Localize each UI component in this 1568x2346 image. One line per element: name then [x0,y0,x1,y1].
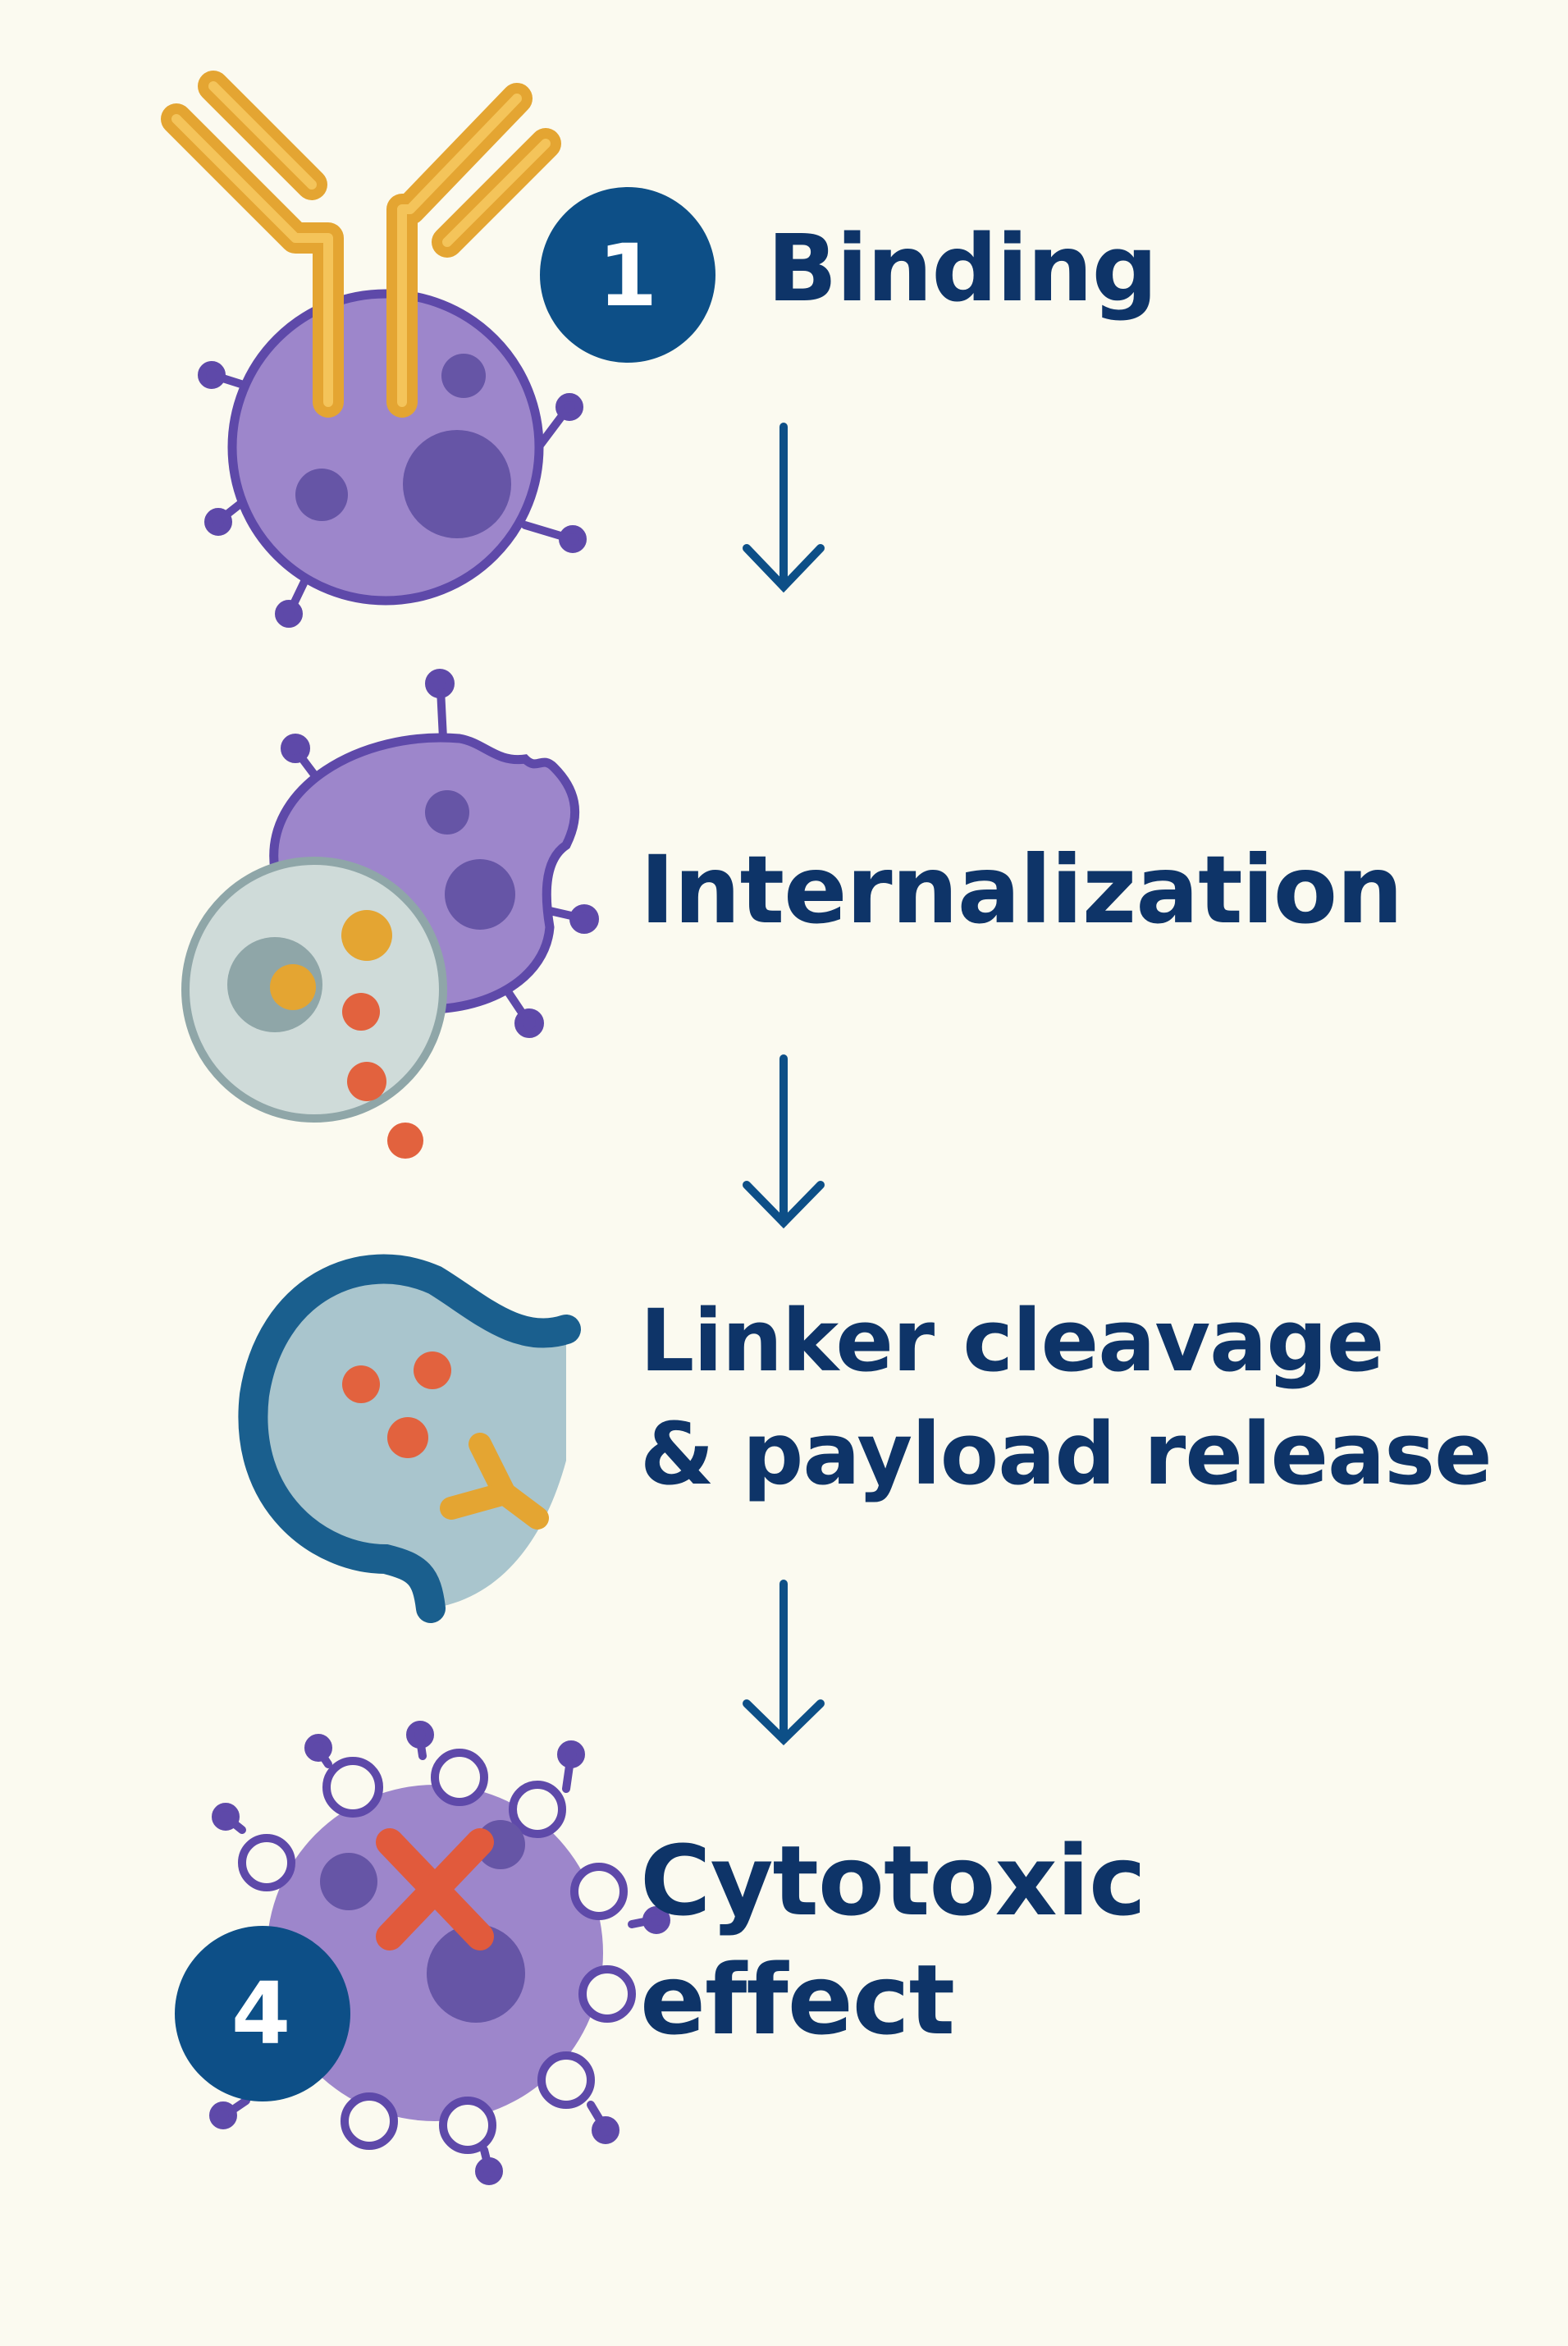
arrow-down-1 [743,423,825,593]
lysosome-icon [238,1254,581,1623]
step-label-linker-cleavage: Linker cleavage & payload release [640,1284,1493,1511]
tumor-cell-icon [198,289,587,628]
step-label-line: Linker cleavage [640,1291,1384,1391]
released-payload-icon [440,1433,549,1530]
step-label-line: & payload release [640,1404,1493,1504]
arrow-down-2 [743,1054,825,1229]
step-label-line: Cytotoxic [640,1824,1146,1937]
step-badge-4: 4 [175,1926,350,2101]
step-label-binding: Binding [767,215,1158,323]
endosome-icon [181,857,447,1159]
step-label-line: Internalization [640,835,1403,944]
arrow-down-3 [743,1580,825,1745]
cross-mark-icon [376,1828,494,1950]
step-number-1: 1 [598,226,657,326]
step-number-4: 4 [231,1964,290,2064]
antibody-icon [161,71,561,418]
step-label-line: Binding [767,216,1158,322]
step-label-internalization: Internalization [640,835,1403,945]
step-label-line: effect [640,1943,955,2056]
step-label-cytotoxic-effect: Cytotoxic effect [640,1822,1146,2060]
step-badge-1: 1 [540,187,715,363]
